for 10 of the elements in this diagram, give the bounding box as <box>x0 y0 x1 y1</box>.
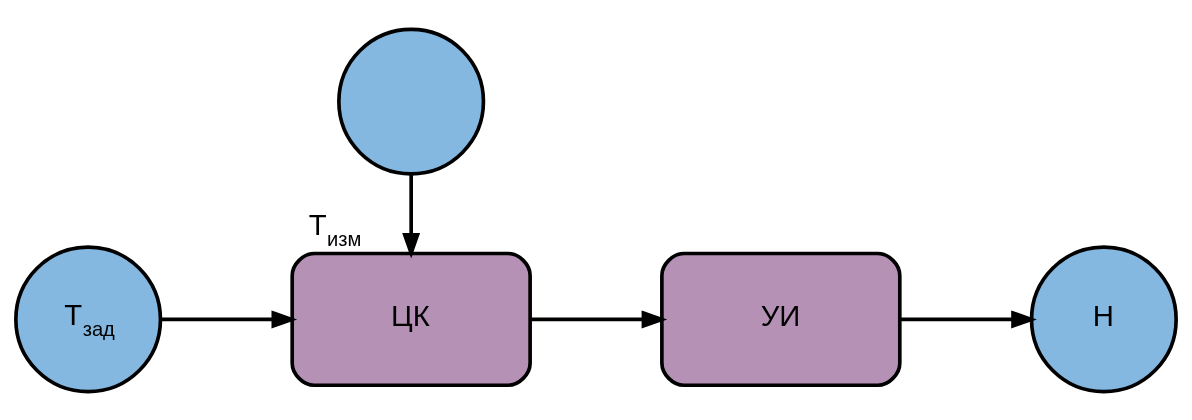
node-circle: Н <box>1029 244 1178 393</box>
arrow <box>900 309 1037 328</box>
arrow <box>402 173 421 259</box>
node-circle: Т$_{зад}$ <box>14 244 163 393</box>
node-box: УИ <box>660 251 902 387</box>
node-circle <box>337 27 486 176</box>
arrow <box>160 309 298 328</box>
edge-label: Т$_{изм}$ <box>308 207 362 250</box>
arrow <box>530 309 668 328</box>
node-box: ЦК <box>290 251 532 387</box>
